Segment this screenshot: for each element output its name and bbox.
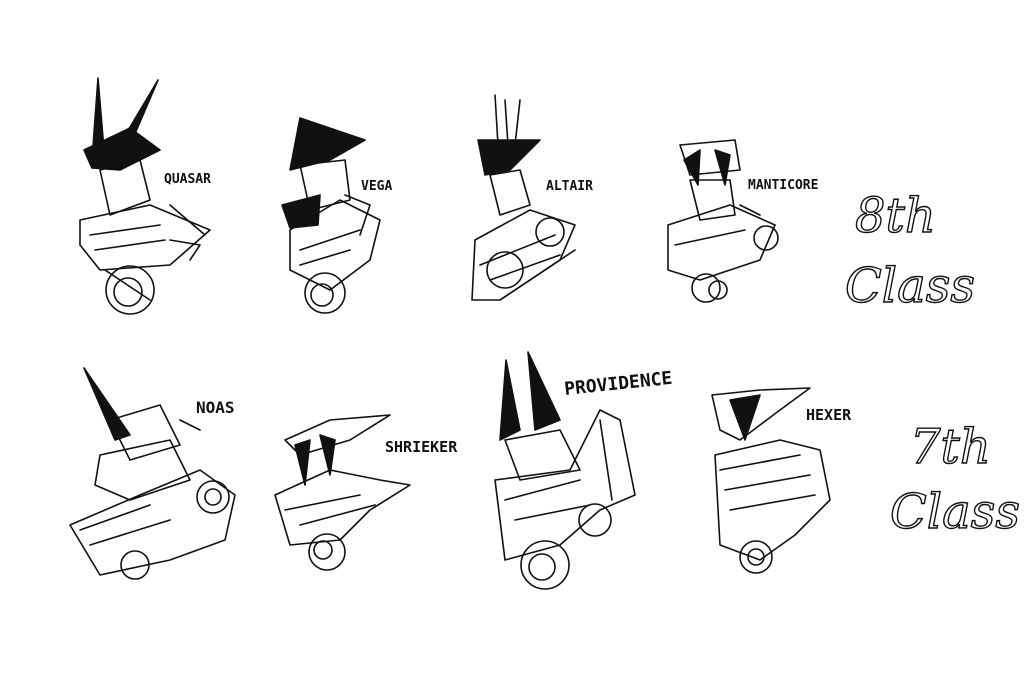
mech-sketch-altair	[471, 94, 576, 301]
mech-name-hexer: HEXER	[806, 406, 852, 424]
mech-sketch-vega	[281, 117, 381, 314]
class-label-7th: 7th	[910, 419, 991, 475]
mech-name-shrieker: SHRIEKER	[385, 438, 458, 456]
mech-sketch-quasar	[79, 77, 211, 315]
mech-sketch-manticore	[667, 139, 779, 303]
mech-name-manticore: MANTICORE	[748, 178, 818, 193]
class-label-8th-word: Class	[845, 258, 975, 314]
mech-sketch-hexer	[711, 387, 831, 574]
mech-sketch-noas	[69, 367, 236, 580]
mech-sketch-shrieker	[274, 414, 411, 571]
mech-sketch-providence	[494, 351, 636, 590]
mech-name-providence: PROVIDENCE	[563, 368, 673, 400]
class-label-8th: 8th	[855, 188, 936, 244]
mech-name-quasar: QUASAR	[164, 172, 211, 187]
class-label-7th-word: Class	[890, 484, 1020, 540]
mech-name-altair: ALTAIR	[546, 179, 593, 194]
mech-name-noas: NOAS	[196, 398, 235, 417]
mech-name-vega: VEGA	[361, 179, 392, 194]
